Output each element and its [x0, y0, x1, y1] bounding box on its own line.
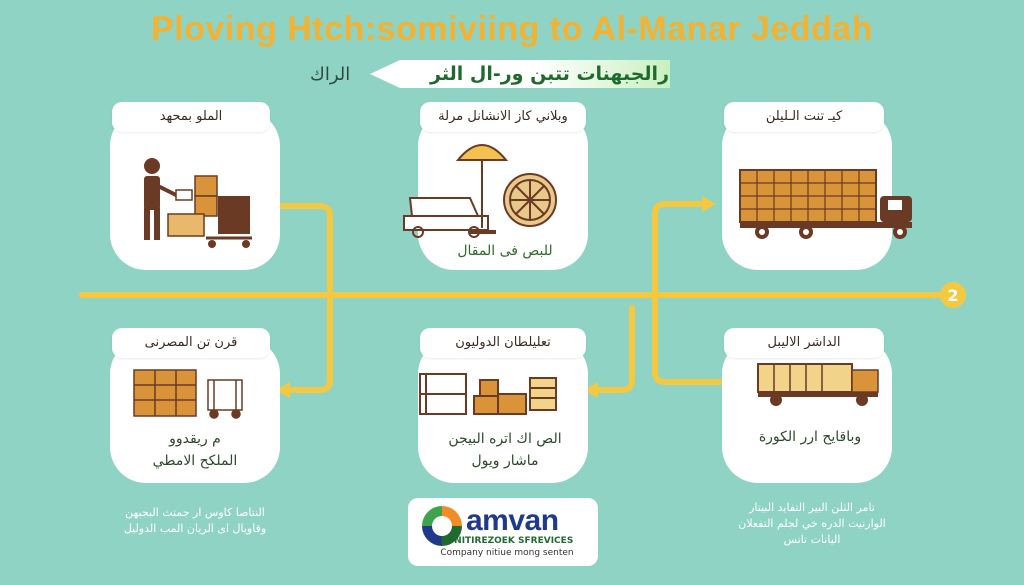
subtitle-left-text: الراك: [310, 64, 351, 85]
logo-swirl-icon: [422, 506, 462, 546]
page-title: Ploving Htch:somiviing to Al-Manar Jedda…: [151, 10, 873, 48]
step-caption-2: للبص فى المقال: [457, 243, 553, 259]
step-badge: [940, 282, 966, 308]
logo-subtagline: Company nitiue mong senten: [440, 548, 574, 558]
step-card-2: [418, 110, 588, 270]
step-label-3: كيـ تنت الـليلن: [724, 102, 884, 132]
connector-left: [267, 203, 333, 393]
step-label-1: الملو بمحهد: [112, 102, 270, 132]
connector-right: [652, 201, 723, 385]
arrow-head-top-right: [702, 196, 716, 212]
step-label-5: تعليلطان الدوليون: [420, 328, 586, 358]
connector-middle: [587, 305, 635, 393]
logo-tagline: FUNITIREZOEK SFREVICES: [440, 536, 574, 546]
step-caption-6: وباقايح ارر الكورة: [758, 429, 862, 445]
arrow-head-middle: [584, 382, 598, 398]
step-caption-5: الص اك اتره البيجن ماشار ويول: [448, 431, 562, 469]
note-right: تامر الثلن البير التفايد البيتار الوارني…: [738, 501, 886, 546]
step-caption-4: م ريقدوو الملكح الامطي: [152, 431, 238, 469]
subtitle-banner: الراك رالجبهنات تتبن ور-ال الثر: [310, 56, 710, 92]
subtitle-arrow: [370, 60, 670, 88]
arrow-head-left: [276, 382, 290, 398]
step-badge-number: 2: [947, 286, 958, 305]
step-label-4: قرن تن المصرنى: [112, 328, 270, 358]
step-card-6: [722, 338, 892, 483]
step-label-6: الداشر الاليبل: [724, 328, 884, 358]
logo-word: amvan: [466, 504, 559, 537]
note-left: النتاصا كاوس ار جمتث البجبهن وقاويال اى …: [123, 506, 267, 535]
step-label-2: وبلاني كاز الانشانل مرلة: [420, 102, 586, 132]
subtitle-right-text: رالجبهنات تتبن ور-ال الثر: [430, 63, 670, 85]
company-logo: amvan FUNITIREZOEK SFREVICES Company nit…: [408, 498, 598, 566]
